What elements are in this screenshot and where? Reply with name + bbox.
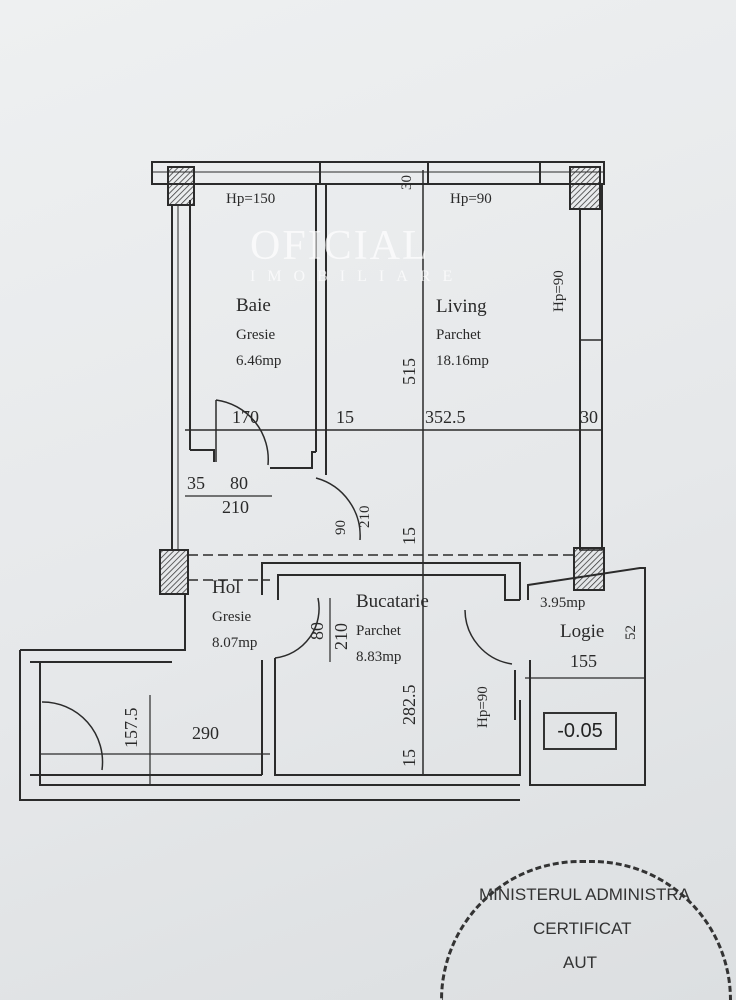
dim-door-210: 210 bbox=[222, 497, 249, 517]
dim-entry-157: 157.5 bbox=[121, 707, 141, 749]
room-floor-bucatarie: Parchet bbox=[356, 623, 401, 639]
dim-mid-15: 15 bbox=[399, 527, 419, 545]
stamp-line-1: MINISTERUL ADMINISTRA bbox=[479, 885, 690, 904]
room-name-hol: Hol bbox=[212, 577, 241, 598]
pillar-top-left bbox=[167, 166, 195, 206]
room-area-bucatarie: 8.83mp bbox=[356, 649, 402, 665]
dim-hol-290: 290 bbox=[192, 723, 219, 743]
dim-kitchen-door-80: 80 bbox=[307, 622, 327, 640]
dim-door2-90: 90 bbox=[333, 520, 349, 535]
stamp-line-3: AUT bbox=[563, 953, 597, 972]
living-side-window-height: Hp=90 bbox=[551, 270, 567, 312]
room-floor-hol: Gresie bbox=[212, 609, 252, 625]
pillar-logie bbox=[573, 547, 605, 591]
room-area-logie: 3.95mp bbox=[540, 595, 586, 611]
room-floor-baie: Gresie bbox=[236, 327, 276, 343]
dim-living-height: 515 bbox=[399, 358, 419, 385]
watermark-subtitle: IMOBILIARE bbox=[250, 268, 465, 285]
official-stamp: MINISTERUL ADMINISTRA CERTIFICAT AUT bbox=[440, 860, 732, 1000]
dim-top-wall: 30 bbox=[399, 175, 415, 190]
room-name-living: Living bbox=[436, 296, 487, 317]
room-area-living: 18.16mp bbox=[436, 353, 489, 369]
room-name-bucatarie: Bucatarie bbox=[356, 591, 429, 612]
living-window-height: Hp=90 bbox=[450, 191, 492, 207]
room-area-baie: 6.46mp bbox=[236, 353, 282, 369]
pillar-top-right bbox=[569, 166, 601, 210]
watermark-title: OFICIAL bbox=[250, 223, 430, 269]
room-area-hol: 8.07mp bbox=[212, 635, 258, 651]
dim-baie-width: 170 bbox=[232, 407, 259, 427]
dim-right-wall: 30 bbox=[580, 407, 598, 427]
pillar-hol bbox=[159, 549, 189, 595]
room-name-baie: Baie bbox=[236, 295, 271, 316]
stamp-line-2: CERTIFICAT bbox=[533, 919, 632, 938]
dim-door-80: 80 bbox=[230, 473, 248, 493]
dim-wall-gap: 15 bbox=[336, 407, 354, 427]
room-floor-living: Parchet bbox=[436, 327, 481, 343]
level-marker: -0.05 bbox=[543, 712, 617, 750]
dim-living-width: 352.5 bbox=[425, 407, 466, 427]
dim-35: 35 bbox=[187, 473, 205, 493]
dim-logie-width: 155 bbox=[570, 651, 597, 671]
kitchen-window-height: Hp=90 bbox=[475, 686, 491, 728]
dim-kitchen-height: 282.5 bbox=[399, 684, 419, 726]
dim-kitchen-15: 15 bbox=[399, 749, 419, 767]
dim-door2-210: 210 bbox=[357, 505, 373, 529]
baie-window-height: Hp=150 bbox=[226, 191, 276, 207]
dim-logie-52: 52 bbox=[623, 625, 639, 640]
dim-kitchen-door-210: 210 bbox=[331, 623, 351, 650]
room-name-logie: Logie bbox=[560, 621, 605, 642]
